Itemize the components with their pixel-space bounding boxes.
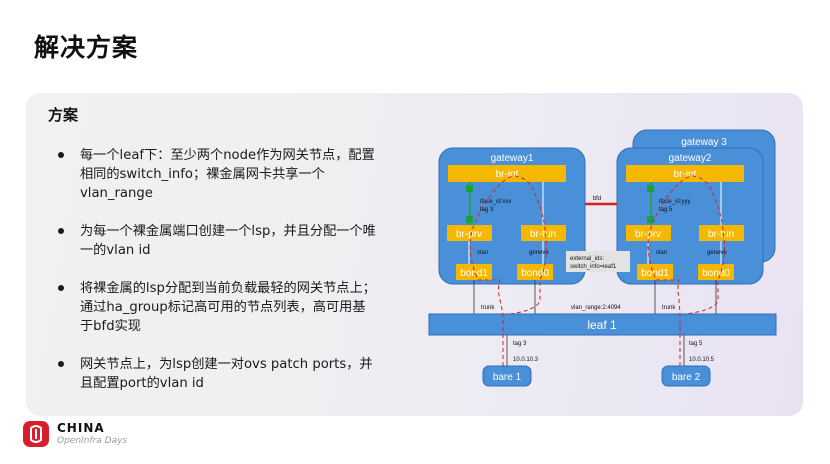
gateway1-bond1: [456, 264, 492, 280]
gateway2-bond1-label: bond1: [641, 268, 669, 279]
gateway1-tag-label: tag 3: [480, 207, 494, 213]
bullet-dot-icon: [58, 285, 64, 291]
bullet-dot-icon: [58, 361, 64, 367]
openinfra-logo-icon: [23, 421, 49, 447]
leaf-switch-label: leaf 1: [587, 318, 617, 332]
bullet-text: 将裸金属的lsp分配到当前负载最轻的网关节点上；通过ha_group标记高可用的…: [80, 281, 376, 334]
gateway2-bond0: [698, 264, 734, 280]
leaf-switch: [428, 313, 777, 336]
switch-info-label: switch_info=leaf1: [570, 264, 617, 270]
gateway2-tag-label: tag 5: [659, 207, 673, 213]
gateway1-iface-label: iface_id:xxx: [480, 199, 511, 205]
gateway2-vlan-label: vlan: [656, 250, 667, 256]
bullet-item: 每一个leaf下：至少两个node作为网关节点，配置相同的switch_info…: [58, 146, 378, 203]
section-heading: 方案: [48, 106, 79, 124]
trunk-label-2: trunk: [662, 305, 676, 311]
external-ids-label: external_ids:: [570, 256, 604, 262]
gateway1-patch-port-bottom: [466, 216, 473, 223]
gateway1-br-int-label: br-int: [496, 169, 519, 180]
gateway2-patch-port-top: [647, 185, 654, 192]
bare2-box: [661, 365, 711, 387]
bullet-dot-icon: [58, 152, 64, 158]
bare1-ip-label: 10.0.10.3: [513, 357, 539, 363]
gateway2-br-prv: [626, 225, 671, 241]
footer-brand-title: CHINA: [57, 421, 105, 435]
bullet-text: 网关节点上，为lsp创建一对ovs patch ports，并且配置port的v…: [80, 357, 373, 391]
gateway1-bond0-label: bond0: [521, 268, 549, 279]
gateway1-vlan-label: vlan: [477, 250, 488, 256]
gateway3-title: gateway 3: [681, 137, 727, 148]
bare1-box: [482, 365, 532, 387]
gateway2-patch-port-bottom: [647, 216, 654, 223]
gateway1-br-prv-label: br-prv: [456, 229, 482, 240]
gateway1-br-tun-label: br-tun: [530, 229, 556, 240]
bullet-text: 每一个leaf下：至少两个node作为网关节点，配置相同的switch_info…: [80, 148, 375, 201]
traffic-path-bare1: [469, 175, 547, 366]
gateway2-geneve-label: geneve: [707, 250, 727, 256]
vlan-range-label: vlan_range:2:4094: [571, 305, 621, 311]
gateway1-patch-port-top: [466, 185, 473, 192]
gateway2-bond1: [637, 264, 673, 280]
gateway1-br-tun: [521, 225, 566, 241]
bare1-label: bare 1: [493, 372, 522, 383]
bullet-item: 将裸金属的lsp分配到当前负载最轻的网关节点上；通过ha_group标记高可用的…: [58, 279, 378, 336]
external-ids-callout: [566, 251, 630, 272]
bare2-tag-label: tag 5: [689, 341, 703, 347]
gateway2-br-int: [626, 165, 744, 182]
gateway2-br-prv-label: br-prv: [635, 229, 661, 240]
bullet-dot-icon: [58, 228, 64, 234]
bullet-item: 网关节点上，为lsp创建一对ovs patch ports，并且配置port的v…: [58, 355, 378, 393]
traffic-path-bare2: [647, 175, 725, 366]
footer-brand: CHINA OpenInfra Days: [57, 422, 127, 447]
bfd-label: bfd: [593, 196, 601, 202]
gateway1-br-prv: [447, 225, 492, 241]
gateway1-bond1-label: bond1: [460, 268, 488, 279]
footer-brand-subtitle: OpenInfra Days: [57, 436, 128, 446]
gateway2-br-tun-label: br-tun: [708, 229, 734, 240]
bare2-label: bare 2: [672, 372, 701, 383]
gateway1-title: gateway1: [491, 153, 534, 164]
gateway1-bond0: [517, 264, 553, 280]
gateway1-br-int: [448, 165, 566, 182]
bullet-item: 为每一个裸金属端口创建一个lsp，并且分配一个唯一的vlan id: [58, 222, 378, 260]
gateway2-br-tun: [699, 225, 744, 241]
slide-title: 解决方案: [34, 33, 139, 62]
gateway1-geneve-label: geneve: [529, 250, 549, 256]
bare1-tag-label: tag 3: [513, 341, 527, 347]
gateway2-title: gateway2: [669, 153, 712, 164]
gateway2-iface-label: iface_id:yyy: [659, 199, 690, 205]
bullet-list: 每一个leaf下：至少两个node作为网关节点，配置相同的switch_info…: [58, 146, 378, 412]
gateway2-bond0-label: bond0: [702, 268, 730, 279]
trunk-label-1: trunk: [481, 305, 495, 311]
bare2-ip-label: 10.0.10.5: [689, 357, 715, 363]
bullet-text: 为每一个裸金属端口创建一个lsp，并且分配一个唯一的vlan id: [80, 224, 376, 258]
gateway2-br-int-label: br-int: [674, 169, 697, 180]
